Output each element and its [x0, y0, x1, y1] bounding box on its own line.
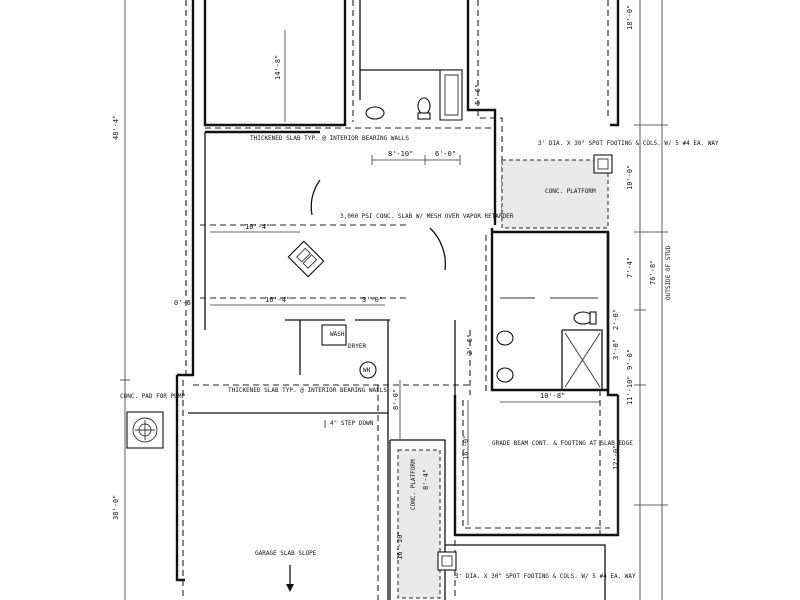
note-slab-main: 3,000 PSI CONC. SLAB W/ MESH OVER VAPOR …: [340, 213, 514, 220]
porch-platform: [397, 449, 441, 599]
slab-note-arc-right: [429, 227, 447, 271]
note-garage-slope: GARAGE SLAB SLOPE: [255, 550, 317, 557]
shower-floor-cross: [564, 332, 601, 388]
dim-bath-a: 8'-10": [388, 150, 413, 158]
dim-porch-lower: 16'-10": [396, 530, 404, 560]
dim-bed-vertical: 12'-0": [612, 445, 620, 470]
patio-platform: [501, 159, 609, 229]
bedroom-footing: [462, 400, 610, 529]
note-thickened-slab-mid: THICKENED SLAB TYP. @ INTERIOR BEARING W…: [228, 387, 387, 394]
dim-right-mid-c: 9'-0": [626, 349, 634, 370]
kitchen-sink: [287, 240, 325, 278]
note-thickened-slab-top: THICKENED SLAB TYP. @ INTERIOR BEARING W…: [250, 135, 409, 142]
laundry-walls: [285, 319, 345, 375]
water-heater: [359, 361, 377, 379]
left-exterior-wall: [177, 0, 195, 377]
dim-right-overall-note: OUTSIDE OF STUD: [665, 245, 672, 300]
dim-garage-a: 8'-0": [392, 389, 400, 410]
bathtub: [439, 69, 463, 121]
laundry-right-wall: [355, 319, 390, 378]
toilet-tank-bath-2: [589, 311, 597, 325]
note-porch: CONC. PLATFORM: [410, 459, 417, 510]
porch-walls: [389, 439, 446, 600]
label-water-heater: WH: [363, 367, 371, 374]
lower-right-wall: [445, 544, 606, 600]
dim-right-small-a: 2'-0": [612, 309, 620, 330]
spot-footing-bottom: [437, 551, 457, 571]
washer: [321, 324, 347, 346]
dim-right-mid-a: 10'-0": [626, 165, 634, 190]
toilet-tank-bath-1: [417, 112, 431, 120]
dim-right-overall: 76'-8": [649, 260, 657, 285]
garage-left-wall: [175, 375, 185, 582]
bath-block-walls: [490, 228, 610, 392]
note-pump-pad: CONC. PAD FOR PUMP: [120, 393, 185, 400]
note-patio: CONC. PLATFORM: [545, 188, 596, 195]
right-exterior-wall-mid: [606, 232, 618, 397]
label-wash: WASH: [330, 331, 345, 338]
dim-right-small-c: 2'-6": [466, 334, 474, 355]
upper-right-exterior-wall: [466, 0, 497, 225]
sink-bath-2a: [496, 330, 514, 346]
dim-small-a: 5'-6": [474, 84, 482, 105]
pump-pad: [126, 411, 164, 449]
upper-right-exterior: [610, 0, 620, 127]
toilet-bath-2: [573, 311, 593, 325]
sink-bath-1: [365, 106, 385, 120]
dim-right-small-b: 3'-0": [612, 339, 620, 360]
dim-right-mid-d: 11'-10": [626, 375, 634, 405]
note-spot-footing-bottom: 3' DIA. X 30" SPOT FOOTING & COLS. W/ 5 …: [455, 573, 636, 580]
dim-bed-width: 10'-8": [540, 392, 565, 400]
toilet-bath-1: [417, 97, 431, 115]
upper-left-room-walls: [203, 0, 347, 127]
note-step-down: 4" STEP DOWN: [330, 420, 374, 427]
dim-bath-b: 6'-0": [435, 150, 456, 158]
dim-left-upper: 48'-4": [112, 115, 120, 140]
garage-slope-arrowhead: [286, 584, 294, 592]
bedroom-walls: [453, 395, 620, 537]
spot-footing-top: [593, 154, 613, 174]
dim-right-mid-b: 7'-4": [626, 257, 634, 278]
slab-note-arc-left: [310, 179, 321, 216]
dim-left-lower: 38'-0": [112, 495, 120, 520]
sink-bath-2b: [496, 367, 514, 383]
label-dryer: DRYER: [348, 343, 366, 350]
dim-garage-b: 16'-0": [462, 435, 470, 460]
dim-top-right: 18'-0": [626, 5, 634, 30]
dim-hall: 16'-4": [265, 296, 290, 304]
note-grade-beam: GRADE BEAM CONT. & FOOTING AT SLAB EDGE: [492, 440, 633, 447]
note-spot-footing-top: 3' DIA. X 30" SPOT FOOTING & COLS. W/ 5 …: [538, 140, 719, 147]
dim-upper-room: 14'-8": [274, 55, 282, 80]
dim-left-small: 0'-6": [174, 299, 195, 307]
bathtub-inner: [444, 74, 459, 116]
shower-walls: [561, 329, 603, 390]
dim-laundry: 3'-0": [362, 296, 383, 304]
dim-porch: 8'-4": [422, 469, 430, 490]
dim-kitchen: 10'-4": [245, 223, 270, 231]
